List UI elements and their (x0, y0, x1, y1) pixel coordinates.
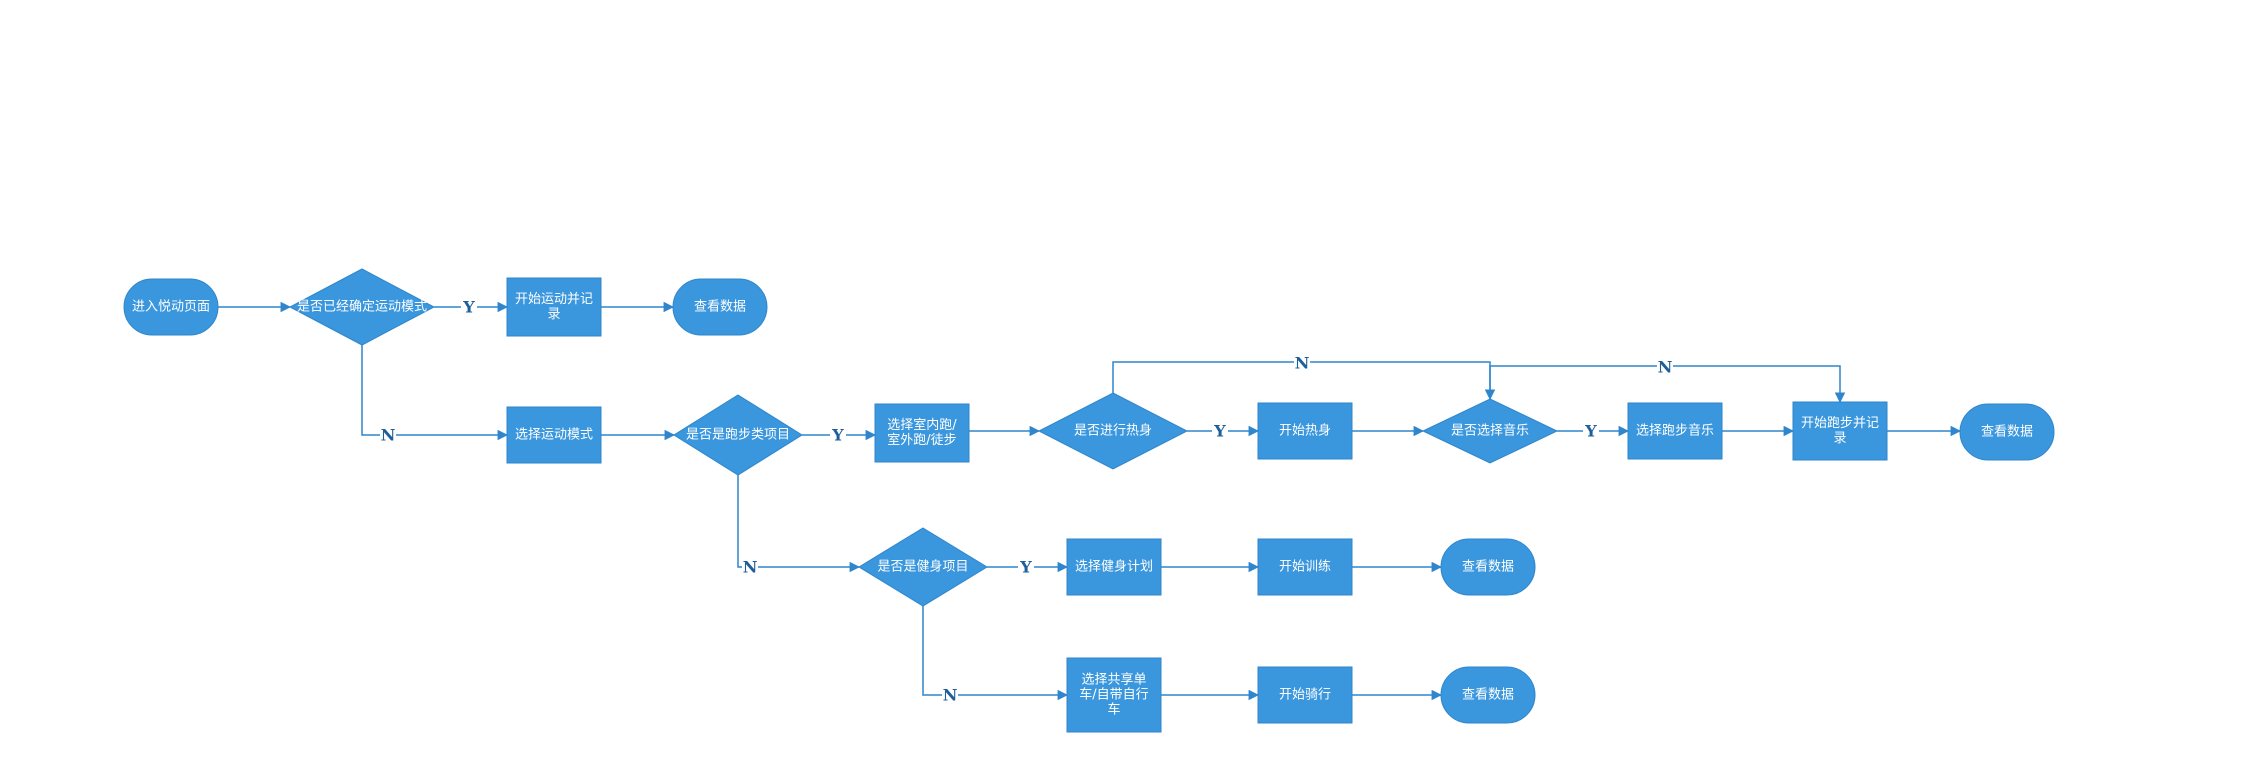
node-label-line: 开始运动并记 (515, 292, 593, 307)
node-label-line: 开始训练 (1279, 560, 1331, 575)
edge-label-no: N (943, 686, 958, 705)
node-label-line: 是否已经确定运动模式 (297, 300, 427, 315)
decision-node-q-mode: 是否已经确定运动模式 (288, 268, 436, 346)
edge-label-background (1294, 354, 1310, 372)
node-label-line: 选择跑步音乐 (1636, 423, 1714, 439)
node-label-line: 是否进行热身 (1074, 423, 1152, 439)
process-shape (1257, 402, 1353, 460)
edge-label-background (380, 426, 396, 444)
node-label-line: 查看数据 (1981, 424, 2033, 440)
edge-label-background (942, 686, 958, 704)
edge-label-background (742, 558, 758, 576)
decision-shape (1421, 398, 1559, 464)
edge-label-no: N (743, 558, 758, 577)
decision-node-q-music: 是否选择音乐 (1421, 398, 1559, 464)
node-label-line: 查看数据 (694, 299, 746, 315)
process-shape (1792, 401, 1888, 461)
node-label-line: 进入悦动页面 (132, 300, 210, 315)
edge-label-yes: Y (462, 298, 475, 317)
process-shape (874, 403, 970, 463)
edge-q_run-to-q_fitness (737, 475, 861, 573)
edge-label-no: N (1295, 354, 1310, 373)
edge-label-no: N (1658, 358, 1673, 377)
decision-shape (858, 527, 988, 607)
decision-node-q-run: 是否是跑步类项目 (673, 394, 803, 476)
terminal-node-view-4: 查看数据 (1440, 666, 1536, 724)
decision-shape (673, 394, 803, 476)
node-label-line: 查看数据 (1462, 687, 1514, 703)
edge-label-background (1212, 422, 1228, 440)
node-label-line: 选择室内跑/ (887, 417, 957, 433)
node-label-line: 车/自带自行 (1079, 687, 1148, 703)
edge-label-background (830, 426, 846, 444)
edge-label-background (1018, 558, 1034, 576)
edge-label-background (461, 298, 477, 316)
node-label-line: 开始跑步并记 (1801, 416, 1879, 431)
node-label-line: 开始骑行 (1279, 688, 1331, 703)
node-label-line: 录 (1833, 431, 1846, 446)
edge-label-background (1657, 358, 1673, 376)
decision-node-q-fitness: 是否是健身项目 (858, 527, 988, 607)
decision-shape (288, 268, 436, 346)
process-shape (1066, 538, 1162, 596)
edge-q_mode-to-choose_mode (361, 345, 509, 441)
node-label-line: 录 (547, 307, 560, 322)
edge-label-no: N (381, 426, 396, 445)
terminal-node-view-2: 查看数据 (1959, 403, 2055, 461)
node-label-line: 选择运动模式 (515, 428, 593, 443)
process-node-start-warmup: 开始热身 (1257, 402, 1353, 460)
process-shape (506, 277, 602, 337)
process-shape (1627, 402, 1723, 460)
edge-label-background (1583, 422, 1599, 440)
decision-shape (1037, 392, 1189, 470)
terminal-node-view-1: 查看数据 (672, 278, 768, 336)
node-label-line: 是否是跑步类项目 (686, 428, 790, 443)
process-shape (1066, 657, 1162, 733)
process-shape (506, 406, 602, 464)
decision-node-q-warmup: 是否进行热身 (1037, 392, 1189, 470)
process-shape (1257, 666, 1353, 724)
terminal-node-enter: 进入悦动页面 (123, 278, 219, 336)
node-label-line: 查看数据 (1462, 559, 1514, 575)
node-label-line: 室外跑/徒步 (887, 432, 956, 448)
edge-label-yes: Y (1584, 422, 1597, 441)
terminal-shape (1959, 403, 2055, 461)
process-node-choose-music: 选择跑步音乐 (1627, 402, 1723, 460)
edge-label-yes: Y (831, 426, 844, 445)
edge-label-yes: Y (1213, 422, 1226, 441)
process-shape (1257, 538, 1353, 596)
node-label-line: 选择共享单 (1081, 672, 1146, 688)
node-label-line: 车 (1107, 702, 1120, 718)
process-node-choose-plan: 选择健身计划 (1066, 538, 1162, 596)
terminal-shape (123, 278, 219, 336)
node-label-line: 开始热身 (1279, 423, 1331, 439)
terminal-shape (1440, 666, 1536, 724)
process-node-start-ride: 开始骑行 (1257, 666, 1353, 724)
edge-labels-layer: Y N Y Y N Y N N Y N (380, 298, 1673, 705)
terminal-node-view-3: 查看数据 (1440, 538, 1536, 596)
nodes-layer: 进入悦动页面是否已经确定运动模式开始运动并记录查看数据选择运动模式是否是跑步类项… (123, 268, 2055, 733)
edge-label-yes: Y (1019, 558, 1032, 577)
terminal-shape (1440, 538, 1536, 596)
terminal-shape (672, 278, 768, 336)
node-label-line: 是否是健身项目 (877, 559, 968, 575)
edge-q_fitness-to-choose_bike (922, 606, 1069, 701)
node-label-line: 是否选择音乐 (1451, 423, 1529, 439)
node-label-line: 选择健身计划 (1075, 559, 1153, 575)
process-node-choose-mode: 选择运动模式 (506, 406, 602, 464)
process-node-choose-run-type: 选择室内跑/室外跑/徒步 (874, 403, 970, 463)
process-node-start-training: 开始训练 (1257, 538, 1353, 596)
edges-layer (218, 301, 1962, 701)
